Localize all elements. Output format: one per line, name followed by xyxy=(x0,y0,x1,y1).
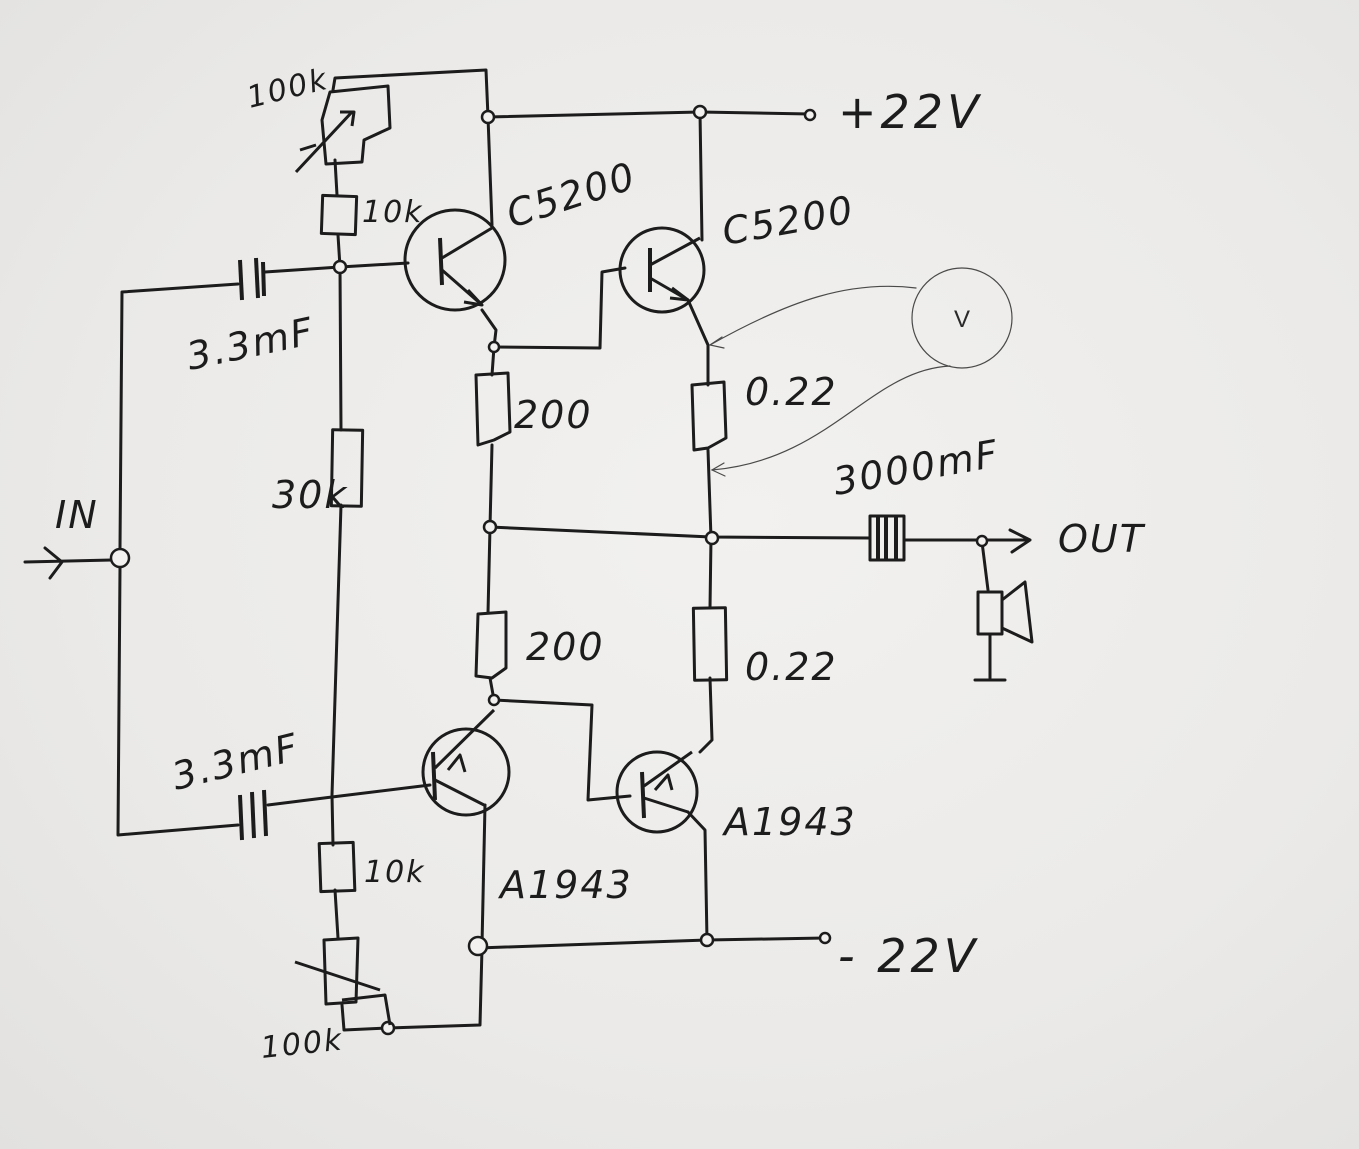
voltmeter: V xyxy=(708,267,1013,477)
potentiometer-top xyxy=(294,84,392,174)
wire-q1-collector xyxy=(486,115,494,227)
junction-dot xyxy=(482,519,498,535)
wire-top-pot-loop xyxy=(331,68,490,119)
wire-output xyxy=(903,528,1032,554)
label-200-top: 200 xyxy=(514,393,593,437)
label-022-bottom: 0.22 xyxy=(745,645,838,689)
label-positive-supply: +22V xyxy=(838,85,983,139)
wire-output-node xyxy=(488,525,872,540)
wire-q4-collector xyxy=(686,810,709,942)
wire-input-loop xyxy=(116,282,240,837)
junction-dot xyxy=(109,547,131,569)
labels: +22V - 22V IN OUT C5200 C5200 A1943 A194… xyxy=(55,62,1146,1066)
junction-dot xyxy=(699,932,715,948)
resistor-10k-bottom xyxy=(317,840,357,894)
junction-dot xyxy=(975,534,989,548)
junction-dot xyxy=(487,340,501,354)
wire-top-bias-chain xyxy=(333,158,342,269)
label-022-top: 0.22 xyxy=(745,370,838,414)
label-q2: C5200 xyxy=(719,187,858,253)
transistor-q2 xyxy=(618,226,706,314)
label-negative-supply: - 22V xyxy=(838,929,979,983)
junction-dot xyxy=(487,693,501,707)
label-10k-top: 10k xyxy=(362,195,424,230)
label-q4: A1943 xyxy=(721,800,857,844)
label-pot-top: 100k xyxy=(243,62,332,116)
label-30k: 30k xyxy=(272,473,348,517)
junction-dot xyxy=(380,1020,396,1036)
resistor-022-bottom xyxy=(691,606,729,682)
wire-bottom-bias-chain xyxy=(333,888,340,940)
wire-bottom-pot-loop xyxy=(340,946,484,1032)
wire-bias-vertical xyxy=(330,265,343,847)
capacitor-input-bottom xyxy=(238,789,268,841)
wire-q4-base-drive xyxy=(492,698,632,802)
resistor-200-bottom xyxy=(474,610,508,680)
junction-dot xyxy=(480,109,496,125)
label-pot-bottom: 100k xyxy=(259,1023,345,1066)
label-200-bottom: 200 xyxy=(526,625,605,669)
resistor-30k xyxy=(329,428,365,508)
potentiometer-bottom xyxy=(294,936,392,1026)
label-cap-input-bottom: 3.3mF xyxy=(168,725,304,799)
junction-dot xyxy=(692,104,708,120)
wire-q2-base-drive xyxy=(492,266,627,350)
wire-q3-collector xyxy=(480,803,487,947)
wire-speaker xyxy=(973,540,1007,682)
label-q3: A1943 xyxy=(497,863,633,907)
transistor-q4 xyxy=(615,750,699,834)
junction-dot xyxy=(332,259,348,275)
label-10k-bottom: 10k xyxy=(364,855,426,890)
label-cap-input-top: 3.3mF xyxy=(183,309,319,379)
wire-q3-base xyxy=(266,783,432,807)
wire-q2-emitter xyxy=(686,298,714,754)
transistor-q1 xyxy=(403,208,507,312)
resistor-200-top xyxy=(474,371,512,447)
capacitor-output xyxy=(868,514,906,562)
label-output: OUT xyxy=(1058,517,1146,561)
label-q1: C5200 xyxy=(501,154,641,237)
label-cap-output: 3000mF xyxy=(830,431,1003,503)
junction-dot xyxy=(467,935,489,957)
transistor-q3 xyxy=(421,708,511,817)
wire-positive-rail xyxy=(486,110,812,119)
wire-q2-collector xyxy=(698,110,704,242)
resistor-10k-top xyxy=(319,193,359,237)
capacitor-input-top xyxy=(238,257,266,301)
terminal-dot xyxy=(818,931,832,945)
label-input: IN xyxy=(55,493,99,537)
junction-dot xyxy=(704,530,720,546)
wire-input-arrow xyxy=(23,546,114,580)
speaker xyxy=(976,580,1034,644)
voltmeter-label: V xyxy=(954,306,970,333)
wire-negative-rail xyxy=(476,936,827,950)
terminal-dot xyxy=(803,108,817,122)
resistor-022-top xyxy=(690,380,728,452)
junctions xyxy=(109,104,989,1036)
